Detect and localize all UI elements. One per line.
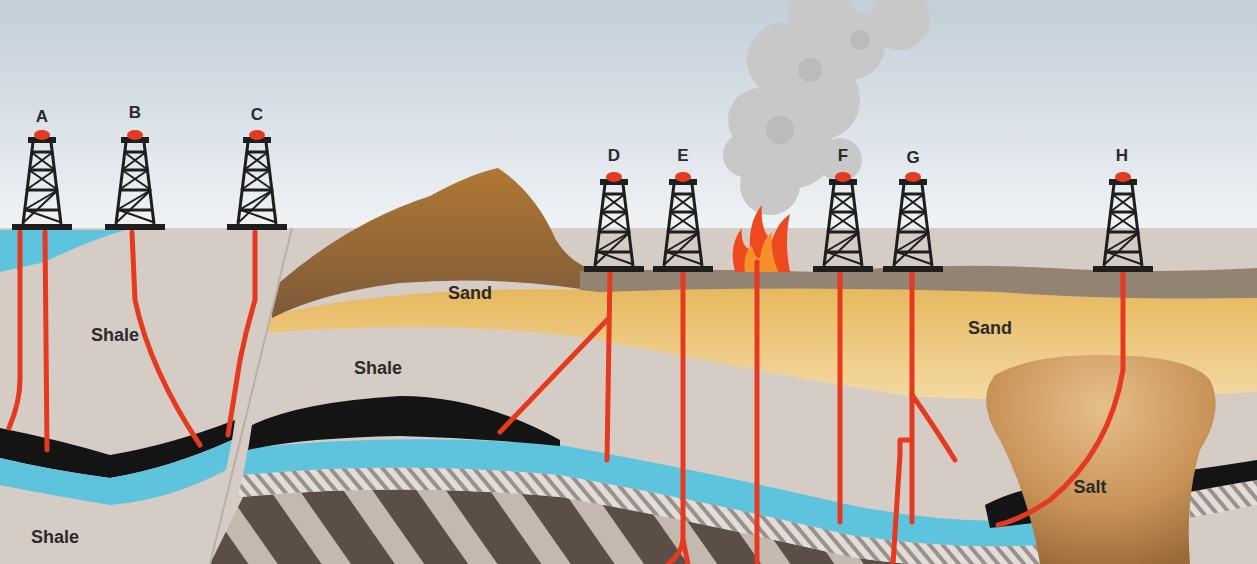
layer-label: Sand [448, 284, 492, 304]
well-letter: G [906, 149, 919, 168]
well-letter: A [36, 108, 48, 127]
layer-label: Salt [1073, 478, 1106, 498]
layer-label: Sand [968, 319, 1012, 339]
layer-label: Shale [354, 359, 402, 379]
well-letter: B [129, 104, 141, 123]
well-letter: H [1116, 147, 1128, 166]
well-letter: C [251, 106, 263, 125]
layer-label: Shale [31, 528, 79, 548]
layer-label: Shale [91, 326, 139, 346]
well-letter: E [677, 147, 688, 166]
well-letter: D [608, 147, 620, 166]
well-letter: F [838, 147, 848, 166]
